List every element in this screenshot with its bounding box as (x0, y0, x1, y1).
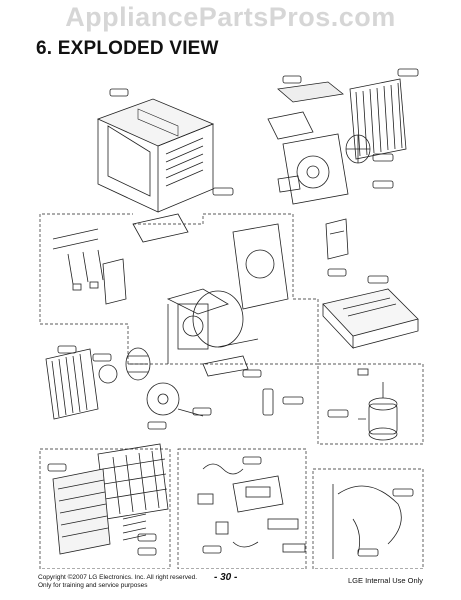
fan-housing-drawing (267, 75, 394, 205)
page-title: 6. EXPLODED VIEW (36, 38, 219, 59)
internal-use-label: LGE Internal Use Only (348, 576, 424, 585)
page-number: - 30 - (214, 572, 238, 583)
accessory-kit-drawing (52, 228, 127, 305)
base-pan-drawing (322, 275, 419, 350)
bracket-drawing (325, 218, 349, 277)
footer-copyright-block: Copyright ©2007 LG Electronics. Inc. All… (38, 574, 197, 590)
remote-control-drawing (262, 388, 304, 416)
copyright-text: Copyright ©2007 LG Electronics. Inc. All… (38, 574, 198, 581)
plenum-drawing (132, 187, 289, 378)
watermark-logo: AppliancePartsPros.com (65, 2, 396, 32)
evaporator-coil-drawing (45, 345, 99, 420)
front-grille-drawing (39, 443, 171, 569)
condenser-coil-drawing (349, 68, 419, 160)
notice-text: Only for training and service purposes (38, 582, 148, 589)
control-box-drawing (177, 448, 307, 569)
exploded-view-diagram (39, 68, 424, 569)
wiring-harness-drawing (312, 468, 424, 569)
compressor-drawing (317, 363, 424, 445)
fan-motor-drawing (92, 347, 212, 430)
cabinet-drawing (96, 88, 215, 213)
